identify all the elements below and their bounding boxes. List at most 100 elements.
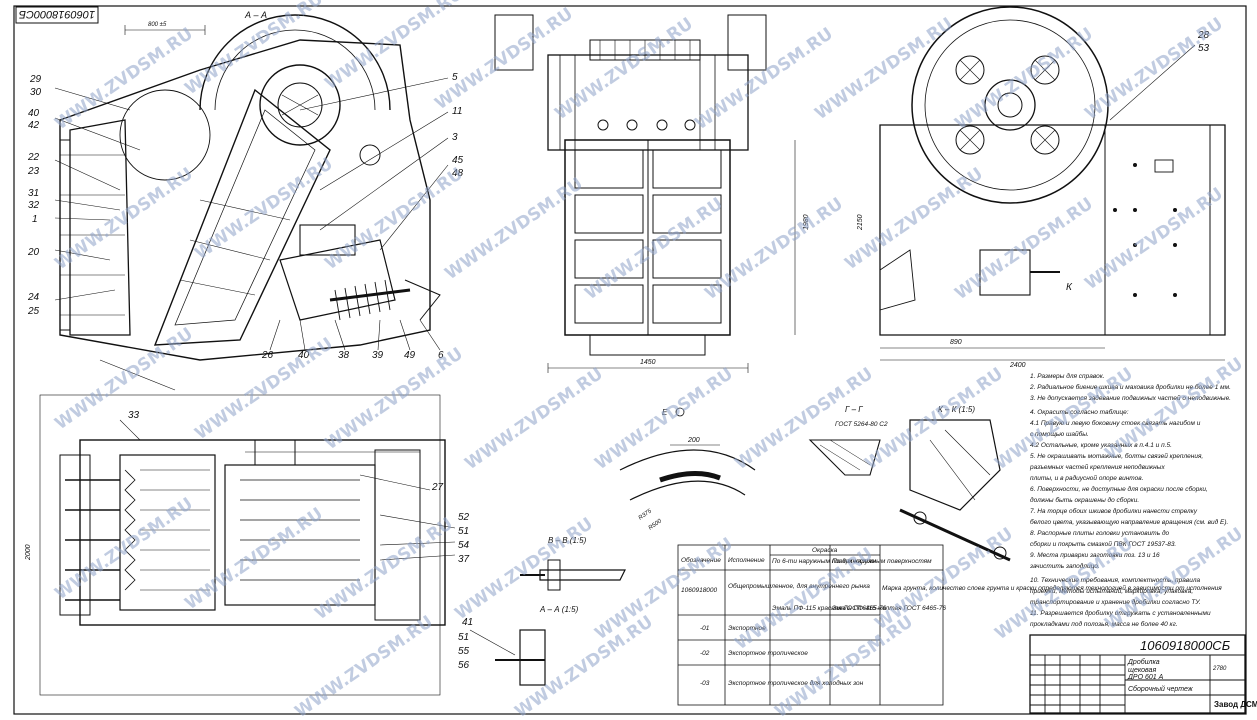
- svg-text:WWW.ZVDSM.RU: WWW.ZVDSM.RU: [191, 154, 336, 264]
- svg-text:40: 40: [298, 350, 310, 361]
- svg-text:WWW.ZVDSM.RU: WWW.ZVDSM.RU: [311, 514, 456, 624]
- svg-text:49: 49: [404, 350, 416, 361]
- svg-text:плиты, и в радиусной опоре вин: плиты, и в радиусной опоре винтов.: [1030, 474, 1144, 482]
- right-view-labels: 28 53 890 2400 2150 К: [857, 30, 1210, 369]
- section-aa-title: А – А: [244, 10, 267, 20]
- svg-text:зачистить заподлицо.: зачистить заподлицо.: [1029, 562, 1100, 570]
- svg-text:К: К: [1066, 282, 1073, 293]
- svg-text:40: 40: [28, 108, 40, 119]
- front-view-dims: 1450 1980: [640, 214, 810, 366]
- svg-text:1060918000: 1060918000: [681, 587, 718, 594]
- svg-text:Общепромышленное, для внутренн: Общепромышленное, для внутреннего рынка: [728, 582, 870, 590]
- svg-text:Экспортное тропическое: Экспортное тропическое: [728, 650, 808, 657]
- title-block: [1029, 634, 1246, 714]
- svg-text:1980: 1980: [803, 214, 810, 230]
- view-right-side: [879, 6, 1226, 361]
- svg-text:9. Места приварки заготовки по: 9. Места приварки заготовки поз. 13 и 16: [1030, 552, 1160, 559]
- svg-text:4. Окрасить согласно таблице:: 4. Окрасить согласно таблице:: [1030, 408, 1129, 416]
- svg-text:WWW.ZVDSM.RU: WWW.ZVDSM.RU: [1081, 14, 1226, 124]
- svg-text:должны быть окрашены до сборки: должны быть окрашены до сборки.: [1030, 496, 1139, 504]
- svg-text:31: 31: [28, 188, 39, 199]
- svg-text:54: 54: [458, 540, 470, 551]
- callouts-left: 29 30 40 42 22 23 31 32 1 20 24 25 5 11 …: [27, 72, 464, 361]
- svg-text:7. На торце обоих шкивов дроби: 7. На торце обоих шкивов дробилки нанест…: [1030, 507, 1198, 515]
- view-side-section: А – А 800 ±5: [54, 10, 449, 391]
- svg-text:42: 42: [28, 120, 40, 131]
- view-e: [619, 407, 756, 501]
- svg-text:WWW.ZVDSM.RU: WWW.ZVDSM.RU: [291, 612, 436, 720]
- svg-text:4.2 Остальные, кроме указанных: 4.2 Остальные, кроме указанных в п.4.1 и…: [1030, 442, 1172, 449]
- svg-text:2000: 2000: [25, 544, 32, 561]
- svg-text:6. Поверхности, не доступные д: 6. Поверхности, не доступные для окраски…: [1030, 485, 1208, 493]
- svg-text:2780: 2780: [1212, 666, 1227, 672]
- svg-text:5. Не окрашивать мотажные, бол: 5. Не окрашивать мотажные, болты связей …: [1030, 452, 1203, 460]
- svg-text:Эмаль ПФ-115 красная ГОСТ 6465: Эмаль ПФ-115 красная ГОСТ 6465-76: [772, 605, 887, 612]
- section-bb-title: В – В (1:5): [548, 536, 587, 545]
- section-kk: [899, 419, 1011, 562]
- svg-text:3: 3: [452, 132, 458, 143]
- svg-text:Окраска: Окраска: [812, 547, 838, 554]
- svg-text:890: 890: [950, 339, 962, 346]
- doc-number: 1060918000СБ: [1140, 638, 1231, 653]
- view-front: [494, 14, 796, 373]
- svg-text:6: 6: [438, 350, 444, 361]
- svg-text:23: 23: [27, 166, 40, 177]
- dim-800: 800 ±5: [148, 22, 167, 28]
- svg-text:53: 53: [1198, 43, 1210, 54]
- title-block-text: 1060918000СБ Дробилка щековая ДРО 601 А …: [1127, 638, 1257, 709]
- svg-text:ГОСТ 5264-80 С2: ГОСТ 5264-80 С2: [835, 421, 888, 428]
- svg-text:2. Радиальное биение шкива и м: 2. Радиальное биение шкива и маховика др…: [1029, 383, 1231, 391]
- paint-table: [677, 544, 944, 706]
- doc-number-box: 1060918000СБ: [15, 6, 99, 24]
- doc-number-rotated: 1060918000СБ: [19, 8, 95, 20]
- svg-text:Обозначение: Обозначение: [681, 556, 721, 564]
- svg-text:22: 22: [27, 152, 40, 163]
- svg-text:По 3-м наружным поверхностям: По 3-м наружным поверхностям: [832, 558, 932, 565]
- svg-text:45: 45: [452, 155, 464, 166]
- svg-text:2150: 2150: [857, 214, 864, 231]
- svg-text:39: 39: [372, 350, 384, 361]
- svg-text:WWW.ZVDSM.RU: WWW.ZVDSM.RU: [461, 364, 606, 474]
- section-gg-title: Г – Г: [845, 405, 863, 414]
- svg-text:WWW.ZVDSM.RU: WWW.ZVDSM.RU: [811, 14, 956, 124]
- svg-text:200: 200: [687, 437, 700, 444]
- svg-text:11. Разрешается дробилку отгру: 11. Разрешается дробилку отгружать с уст…: [1030, 609, 1211, 617]
- svg-text:10. Технические требования, ко: 10. Технические требования, комплектност…: [1030, 576, 1201, 584]
- svg-text:WWW.ZVDSM.RU: WWW.ZVDSM.RU: [511, 612, 656, 720]
- svg-text:4.1 Правую и левую боковину ст: 4.1 Правую и левую боковину стоек связат…: [1030, 419, 1201, 427]
- svg-text:-02: -02: [700, 650, 710, 657]
- section-bb: [520, 559, 626, 591]
- svg-text:1. Размеры для справок.: 1. Размеры для справок.: [1030, 372, 1105, 380]
- svg-text:3. Не допускается задевание по: 3. Не допускается задевание подвижных ча…: [1030, 394, 1231, 402]
- svg-text:WWW.ZVDSM.RU: WWW.ZVDSM.RU: [861, 364, 1006, 474]
- svg-text:25: 25: [27, 306, 40, 317]
- section-gg: [808, 439, 881, 476]
- svg-text:55: 55: [458, 646, 470, 657]
- svg-text:56: 56: [458, 660, 470, 671]
- svg-text:WWW.ZVDSM.RU: WWW.ZVDSM.RU: [181, 504, 326, 614]
- plan-view-labels: 33 27 52 51 54 37 2000: [25, 410, 470, 565]
- svg-text:Дробилка: Дробилка: [1127, 658, 1160, 666]
- svg-text:1450: 1450: [640, 359, 656, 366]
- svg-text:WWW.ZVDSM.RU: WWW.ZVDSM.RU: [51, 164, 196, 274]
- svg-text:WWW.ZVDSM.RU: WWW.ZVDSM.RU: [591, 364, 736, 474]
- svg-text:WWW.ZVDSM.RU: WWW.ZVDSM.RU: [691, 24, 836, 134]
- svg-text:37: 37: [458, 554, 470, 565]
- svg-text:1: 1: [32, 214, 38, 225]
- svg-text:-01: -01: [700, 625, 710, 632]
- svg-text:5: 5: [452, 72, 458, 83]
- plant-name: Завод ДСМ: [1214, 700, 1257, 709]
- section-kk-title: К – К (1:5): [938, 405, 975, 414]
- svg-text:32: 32: [28, 200, 40, 211]
- svg-text:29: 29: [29, 74, 42, 85]
- svg-text:24: 24: [27, 292, 40, 303]
- svg-text:52: 52: [458, 512, 470, 523]
- svg-text:26: 26: [261, 350, 274, 361]
- svg-text:белого цвета, указывающую напр: белого цвета, указывающую направление вр…: [1030, 518, 1229, 526]
- svg-text:28: 28: [1197, 30, 1210, 41]
- svg-text:ДРО 601 А: ДРО 601 А: [1127, 674, 1164, 681]
- svg-text:2400: 2400: [1009, 362, 1026, 369]
- svg-text:с помощью шайбы.: с помощью шайбы.: [1030, 430, 1089, 438]
- svg-text:Марка грунта, количество слоев: Марка грунта, количество слоев грунта и …: [882, 584, 1222, 592]
